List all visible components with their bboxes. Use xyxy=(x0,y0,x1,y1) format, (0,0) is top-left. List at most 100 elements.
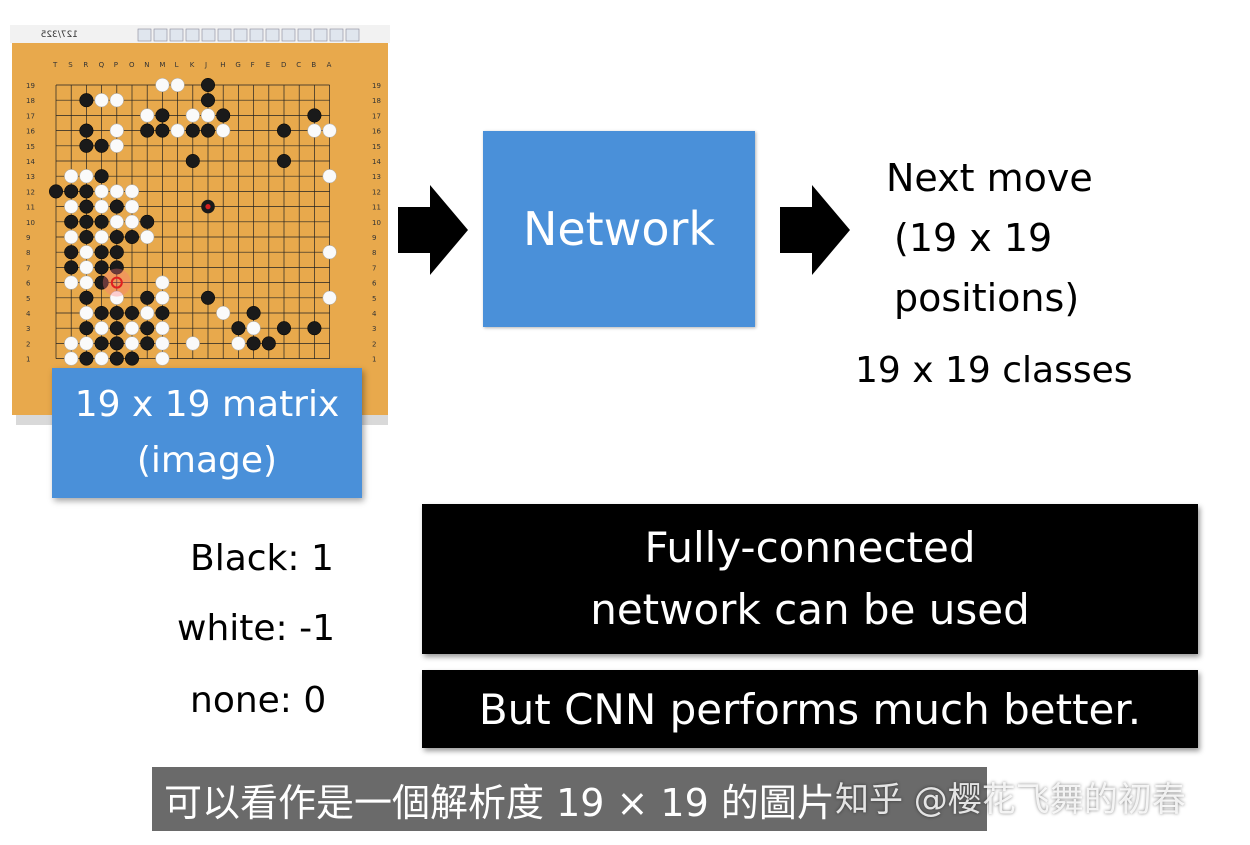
cnn-note: But CNN performs much better. xyxy=(422,670,1198,748)
column-label: B xyxy=(311,61,316,69)
black-stone xyxy=(109,336,124,351)
white-stone xyxy=(64,169,79,184)
network-box: Network xyxy=(483,131,755,327)
white-stone xyxy=(155,336,170,351)
black-stone xyxy=(155,108,170,123)
matrix-label-line2: (image) xyxy=(136,440,278,481)
column-label: R xyxy=(83,61,88,69)
black-stone xyxy=(94,260,109,275)
row-label: 12 xyxy=(372,188,381,196)
toolbar-icon xyxy=(169,28,184,42)
output-line3: positions) xyxy=(894,276,1080,320)
white-stone xyxy=(216,123,231,138)
black-stone xyxy=(94,275,109,290)
row-label: 11 xyxy=(372,204,381,212)
toolbar-icon xyxy=(185,28,200,42)
row-label: 6 xyxy=(26,280,31,288)
game-id: 127/325 xyxy=(41,30,78,40)
row-label: 4 xyxy=(372,310,377,318)
white-stone xyxy=(94,351,109,366)
black-stone xyxy=(48,184,64,199)
white-stone xyxy=(124,199,140,214)
video-subtitle: 可以看作是一個解析度 19 × 19 的圖片 xyxy=(152,767,987,831)
white-stone xyxy=(322,290,337,305)
column-label: J xyxy=(204,61,207,69)
white-stone xyxy=(124,184,140,199)
white-stone xyxy=(109,290,124,305)
next-move-marker xyxy=(110,276,123,289)
black-stone xyxy=(109,229,124,245)
row-label: 4 xyxy=(26,310,31,318)
toolbar-icon xyxy=(137,28,152,42)
white-stone xyxy=(140,108,155,123)
black-stone xyxy=(307,108,322,123)
black-stone xyxy=(94,138,109,153)
fc-note-line2: network can be used xyxy=(590,585,1030,634)
toolbar-icon xyxy=(217,28,232,42)
row-label: 9 xyxy=(372,234,376,242)
black-stone xyxy=(109,199,124,214)
column-label: G xyxy=(235,61,240,69)
white-stone xyxy=(94,321,109,336)
row-label: 2 xyxy=(372,340,376,348)
white-stone xyxy=(322,169,337,184)
black-stone xyxy=(124,229,140,245)
white-stone xyxy=(64,275,79,290)
column-label: T xyxy=(52,61,58,69)
row-label: 7 xyxy=(26,264,30,272)
white-stone xyxy=(155,321,170,336)
black-stone xyxy=(200,93,216,108)
row-label: 18 xyxy=(372,97,381,105)
white-stone xyxy=(124,336,140,351)
row-label: 11 xyxy=(26,204,35,212)
output-description: Next move (19 x 19 positions) xyxy=(886,148,1093,328)
white-stone xyxy=(216,305,231,321)
black-stone xyxy=(79,321,94,336)
black-stone xyxy=(185,123,200,138)
column-label: M xyxy=(159,61,165,69)
toolbar-icon xyxy=(329,28,344,42)
white-stone xyxy=(109,214,124,229)
fc-note-line1: Fully-connected xyxy=(644,523,976,572)
black-stone xyxy=(79,351,94,366)
matrix-label-line1: 19 x 19 matrix xyxy=(74,384,340,425)
row-label: 5 xyxy=(26,295,30,303)
black-stone xyxy=(140,123,155,138)
black-stone xyxy=(94,169,109,184)
white-stone xyxy=(64,199,79,214)
column-label: K xyxy=(190,61,195,69)
white-stone xyxy=(64,229,79,245)
white-stone xyxy=(79,336,94,351)
white-stone xyxy=(79,305,94,321)
black-stone xyxy=(79,138,94,153)
row-label: 16 xyxy=(26,128,35,136)
row-label: 19 xyxy=(372,82,381,90)
black-stone xyxy=(79,214,94,229)
black-stone xyxy=(246,305,261,321)
black-stone xyxy=(276,153,292,169)
white-stone xyxy=(155,77,170,93)
black-stone xyxy=(94,305,109,321)
column-label: D xyxy=(281,61,286,69)
column-label: Q xyxy=(99,61,105,69)
white-stone xyxy=(109,138,124,153)
white-stone xyxy=(322,123,337,138)
row-label: 15 xyxy=(26,143,35,151)
matrix-label: 19 x 19 matrix (image) xyxy=(52,368,362,498)
row-label: 18 xyxy=(26,97,35,105)
black-stone xyxy=(155,123,170,138)
watermark: 知乎 @樱花飞舞的初春 xyxy=(835,780,1186,820)
white-stone xyxy=(94,184,109,199)
column-label: S xyxy=(68,61,73,69)
row-label: 14 xyxy=(372,158,381,166)
white-stone xyxy=(185,108,200,123)
white-stone xyxy=(109,184,124,199)
row-label: 14 xyxy=(26,158,35,166)
black-stone xyxy=(94,245,109,260)
output-line2: (19 x 19 xyxy=(894,216,1053,260)
encoding-white: white: -1 xyxy=(177,608,335,649)
white-stone xyxy=(155,351,170,366)
black-stone xyxy=(140,336,155,351)
toolbar-icon xyxy=(233,28,248,42)
